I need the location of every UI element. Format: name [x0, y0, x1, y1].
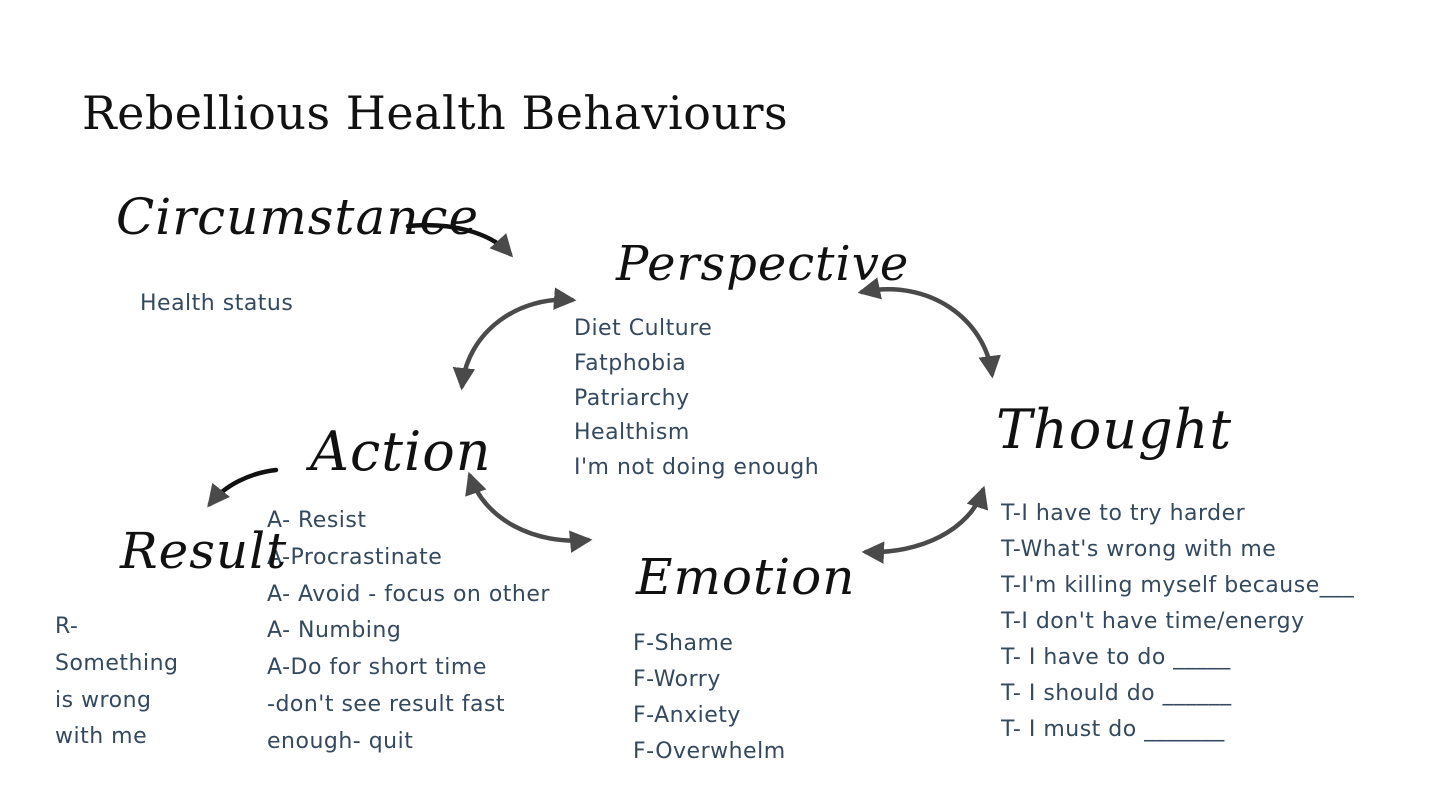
- action-heading: Action: [310, 420, 492, 483]
- thought-item: T-I have to try harder: [1001, 501, 1246, 526]
- result-item: Something: [55, 650, 179, 676]
- action-item: enough- quit: [267, 728, 414, 754]
- circumstance-list: Health status: [140, 286, 293, 323]
- emotion-item: F-Shame: [633, 631, 734, 656]
- arrow-perspective-thought: [857, 277, 1001, 379]
- emotion-list: F-Shame F-Worry F-Anxiety F-Overwhelm: [633, 626, 786, 770]
- thought-item: T- I should do ______: [1001, 681, 1232, 706]
- action-item: A- Avoid - focus on other: [267, 581, 550, 607]
- action-list: A- Resist A-Procrastinate A- Avoid - foc…: [267, 503, 550, 761]
- action-item: A-Procrastinate: [267, 544, 443, 570]
- result-item: is wrong: [55, 687, 152, 713]
- perspective-item: I'm not doing enough: [574, 455, 820, 481]
- arrow-emotion-action: [465, 471, 593, 553]
- thought-item: T-I don't have time/energy: [1001, 609, 1305, 634]
- perspective-item: Patriarchy: [574, 385, 690, 411]
- action-item: A- Numbing: [267, 618, 402, 644]
- thought-item: T- I must do _______: [1001, 717, 1225, 742]
- action-item: A- Resist: [267, 508, 367, 533]
- thought-heading: Thought: [996, 398, 1233, 461]
- perspective-item: Diet Culture: [574, 316, 713, 341]
- arrow-action-perspective: [452, 287, 577, 391]
- arrow-action-to-result: [207, 467, 279, 508]
- circumstance-item: Health status: [140, 291, 294, 316]
- result-item: with me: [55, 724, 148, 750]
- perspective-item: Healthism: [574, 420, 690, 446]
- thought-item: T-What's wrong with me: [1001, 537, 1277, 562]
- action-item: A-Do for short time: [267, 655, 487, 681]
- emotion-heading: Emotion: [636, 548, 856, 606]
- arrow-circumstance-to-perspective: [405, 222, 514, 258]
- action-item: -don't see result fast: [267, 691, 506, 717]
- perspective-item: Fatphobia: [574, 350, 687, 376]
- page-title: Rebellious Health Behaviours: [82, 86, 789, 140]
- arrow-thought-emotion: [861, 485, 989, 564]
- thought-list: T-I have to try harder T-What's wrong wi…: [1001, 496, 1354, 748]
- circumstance-heading: Circumstance: [116, 188, 480, 246]
- result-list: R- Something is wrong with me: [55, 609, 178, 756]
- emotion-item: F-Overwhelm: [633, 739, 786, 764]
- emotion-item: F-Worry: [633, 667, 721, 692]
- result-heading: Result: [120, 522, 288, 580]
- emotion-item: F-Anxiety: [633, 703, 741, 728]
- perspective-list: Diet Culture Fatphobia Patriarchy Health…: [574, 312, 819, 486]
- thought-item: T-I'm killing myself because___: [1001, 573, 1355, 598]
- result-item: R-: [55, 614, 79, 639]
- thought-item: T- I have to do _____: [1001, 645, 1231, 670]
